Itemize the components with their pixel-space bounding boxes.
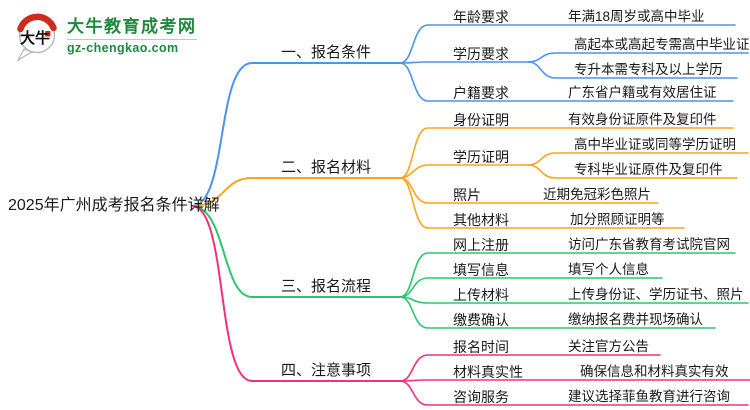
branch-3-links bbox=[191, 205, 749, 329]
branch-4-child-1-value: 关注官方公告 bbox=[568, 339, 649, 354]
branch-2-child-2-value-2: 专科毕业证原件及复印件 bbox=[574, 162, 723, 177]
branch-2-child-1-label: 身份证明 bbox=[453, 112, 509, 128]
branch-1-row-2-line bbox=[399, 61, 529, 64]
root-node: 2025年广州成考报名条件详解 bbox=[8, 197, 220, 214]
branch-1-trunk-line bbox=[191, 62, 401, 207]
branch-2-label: 二、报名材料 bbox=[280, 159, 371, 176]
branch-3-child-1-value: 访问广东省教育考试院官网 bbox=[568, 237, 730, 252]
branch-3-label: 三、报名流程 bbox=[280, 278, 371, 295]
branch-2-row-1-line bbox=[399, 127, 734, 179]
branch-1-child-3-label: 户籍要求 bbox=[453, 85, 509, 101]
branch-2-row-4-line bbox=[399, 177, 685, 229]
logo-text-block: 大牛教育成考网 gz-chengkao.com bbox=[67, 17, 197, 55]
branch-1-child-1-label: 年龄要求 bbox=[453, 9, 509, 25]
branch-1-row-1-line bbox=[399, 24, 736, 64]
branch-4-row-2-line bbox=[399, 379, 750, 382]
branch-2-trunk-line bbox=[191, 177, 401, 207]
branch-2-child-2-label: 学历证明 bbox=[453, 149, 509, 165]
site-name: 大牛教育成考网 bbox=[67, 16, 197, 36]
branch-3-child-3-label: 上传材料 bbox=[453, 287, 509, 303]
branch-4-row-1-line bbox=[399, 354, 661, 382]
branch-4-child-2-label: 材料真实性 bbox=[453, 364, 523, 380]
branch-3-child-2-label: 填写信息 bbox=[453, 262, 509, 278]
branch-3-row-2-line bbox=[399, 277, 663, 298]
branch-4-label: 四、注意事项 bbox=[280, 362, 371, 379]
branch-2-child-4-label: 其他材料 bbox=[453, 212, 509, 228]
branch-4-trunk-line bbox=[191, 205, 401, 382]
logo-red-arc bbox=[17, 13, 57, 33]
site-url: gz-chengkao.com bbox=[67, 41, 179, 56]
branch-3-child-4-value: 缴纳报名费并现场确认 bbox=[568, 312, 703, 327]
branch-2-row-2-line bbox=[399, 164, 529, 179]
branch-3-child-3-value: 上传身份证、学历证书、照片 bbox=[568, 287, 744, 302]
branch-4-links bbox=[191, 205, 750, 406]
site-logo[interactable]: 大牛 大牛教育成考网 gz-chengkao.com bbox=[14, 10, 197, 62]
branch-4-row-3-line bbox=[399, 380, 749, 406]
logo-glyph-text: 大牛 bbox=[20, 29, 50, 47]
branch-3-trunk-line bbox=[191, 205, 401, 298]
branch-4-child-3-value: 建议选择菲鱼教育进行咨询 bbox=[568, 389, 730, 404]
branch-1-row-3-line bbox=[399, 62, 734, 102]
branch-2-child-3-label: 照片 bbox=[453, 187, 481, 203]
branch-1-links bbox=[191, 24, 749, 207]
branch-3-child-4-label: 缴费确认 bbox=[453, 312, 509, 328]
branch-1-child-3-value: 广东省户籍或有效居住证 bbox=[568, 85, 717, 100]
branch-4-child-1-label: 报名时间 bbox=[453, 339, 509, 355]
branch-2-child-4-value: 加分照顾证明等 bbox=[570, 212, 665, 227]
branch-3-child-1-label: 网上注册 bbox=[453, 237, 509, 253]
branch-3-child-2-value: 填写个人信息 bbox=[568, 262, 649, 277]
branch-1-child-2-value-1: 高起本或高起专需高中毕业证 bbox=[574, 37, 750, 52]
branch-2-child-1-value: 有效身份证原件及复印件 bbox=[568, 112, 717, 127]
branch-1-row-2b-line bbox=[527, 61, 738, 79]
logo-seal bbox=[45, 31, 51, 37]
branch-1-label: 一、报名条件 bbox=[280, 44, 371, 61]
branch-2-child-3-value: 近期免冠彩色照片 bbox=[543, 187, 651, 202]
branch-4-child-3-label: 咨询服务 bbox=[453, 389, 509, 405]
logo-bull-icon: 大牛 bbox=[16, 13, 57, 62]
logo-divider bbox=[67, 39, 197, 41]
branch-3-row-4-line bbox=[399, 296, 716, 329]
branch-1-child-2-value-2: 专升本需专科及以上学历 bbox=[574, 62, 723, 77]
branch-2-links bbox=[191, 127, 749, 229]
branch-1-child-1-value: 年满18周岁或高中毕业 bbox=[568, 9, 705, 24]
branch-1-child-2-label: 学历要求 bbox=[453, 46, 509, 62]
branch-4-child-2-value: 确保信息和材料真实有效 bbox=[580, 364, 729, 379]
branch-1-row-2a-line bbox=[527, 52, 749, 63]
branch-2-child-2-value-1: 高中毕业证或同等学历证明 bbox=[574, 137, 736, 152]
branch-2-row-2b-line bbox=[527, 164, 738, 179]
